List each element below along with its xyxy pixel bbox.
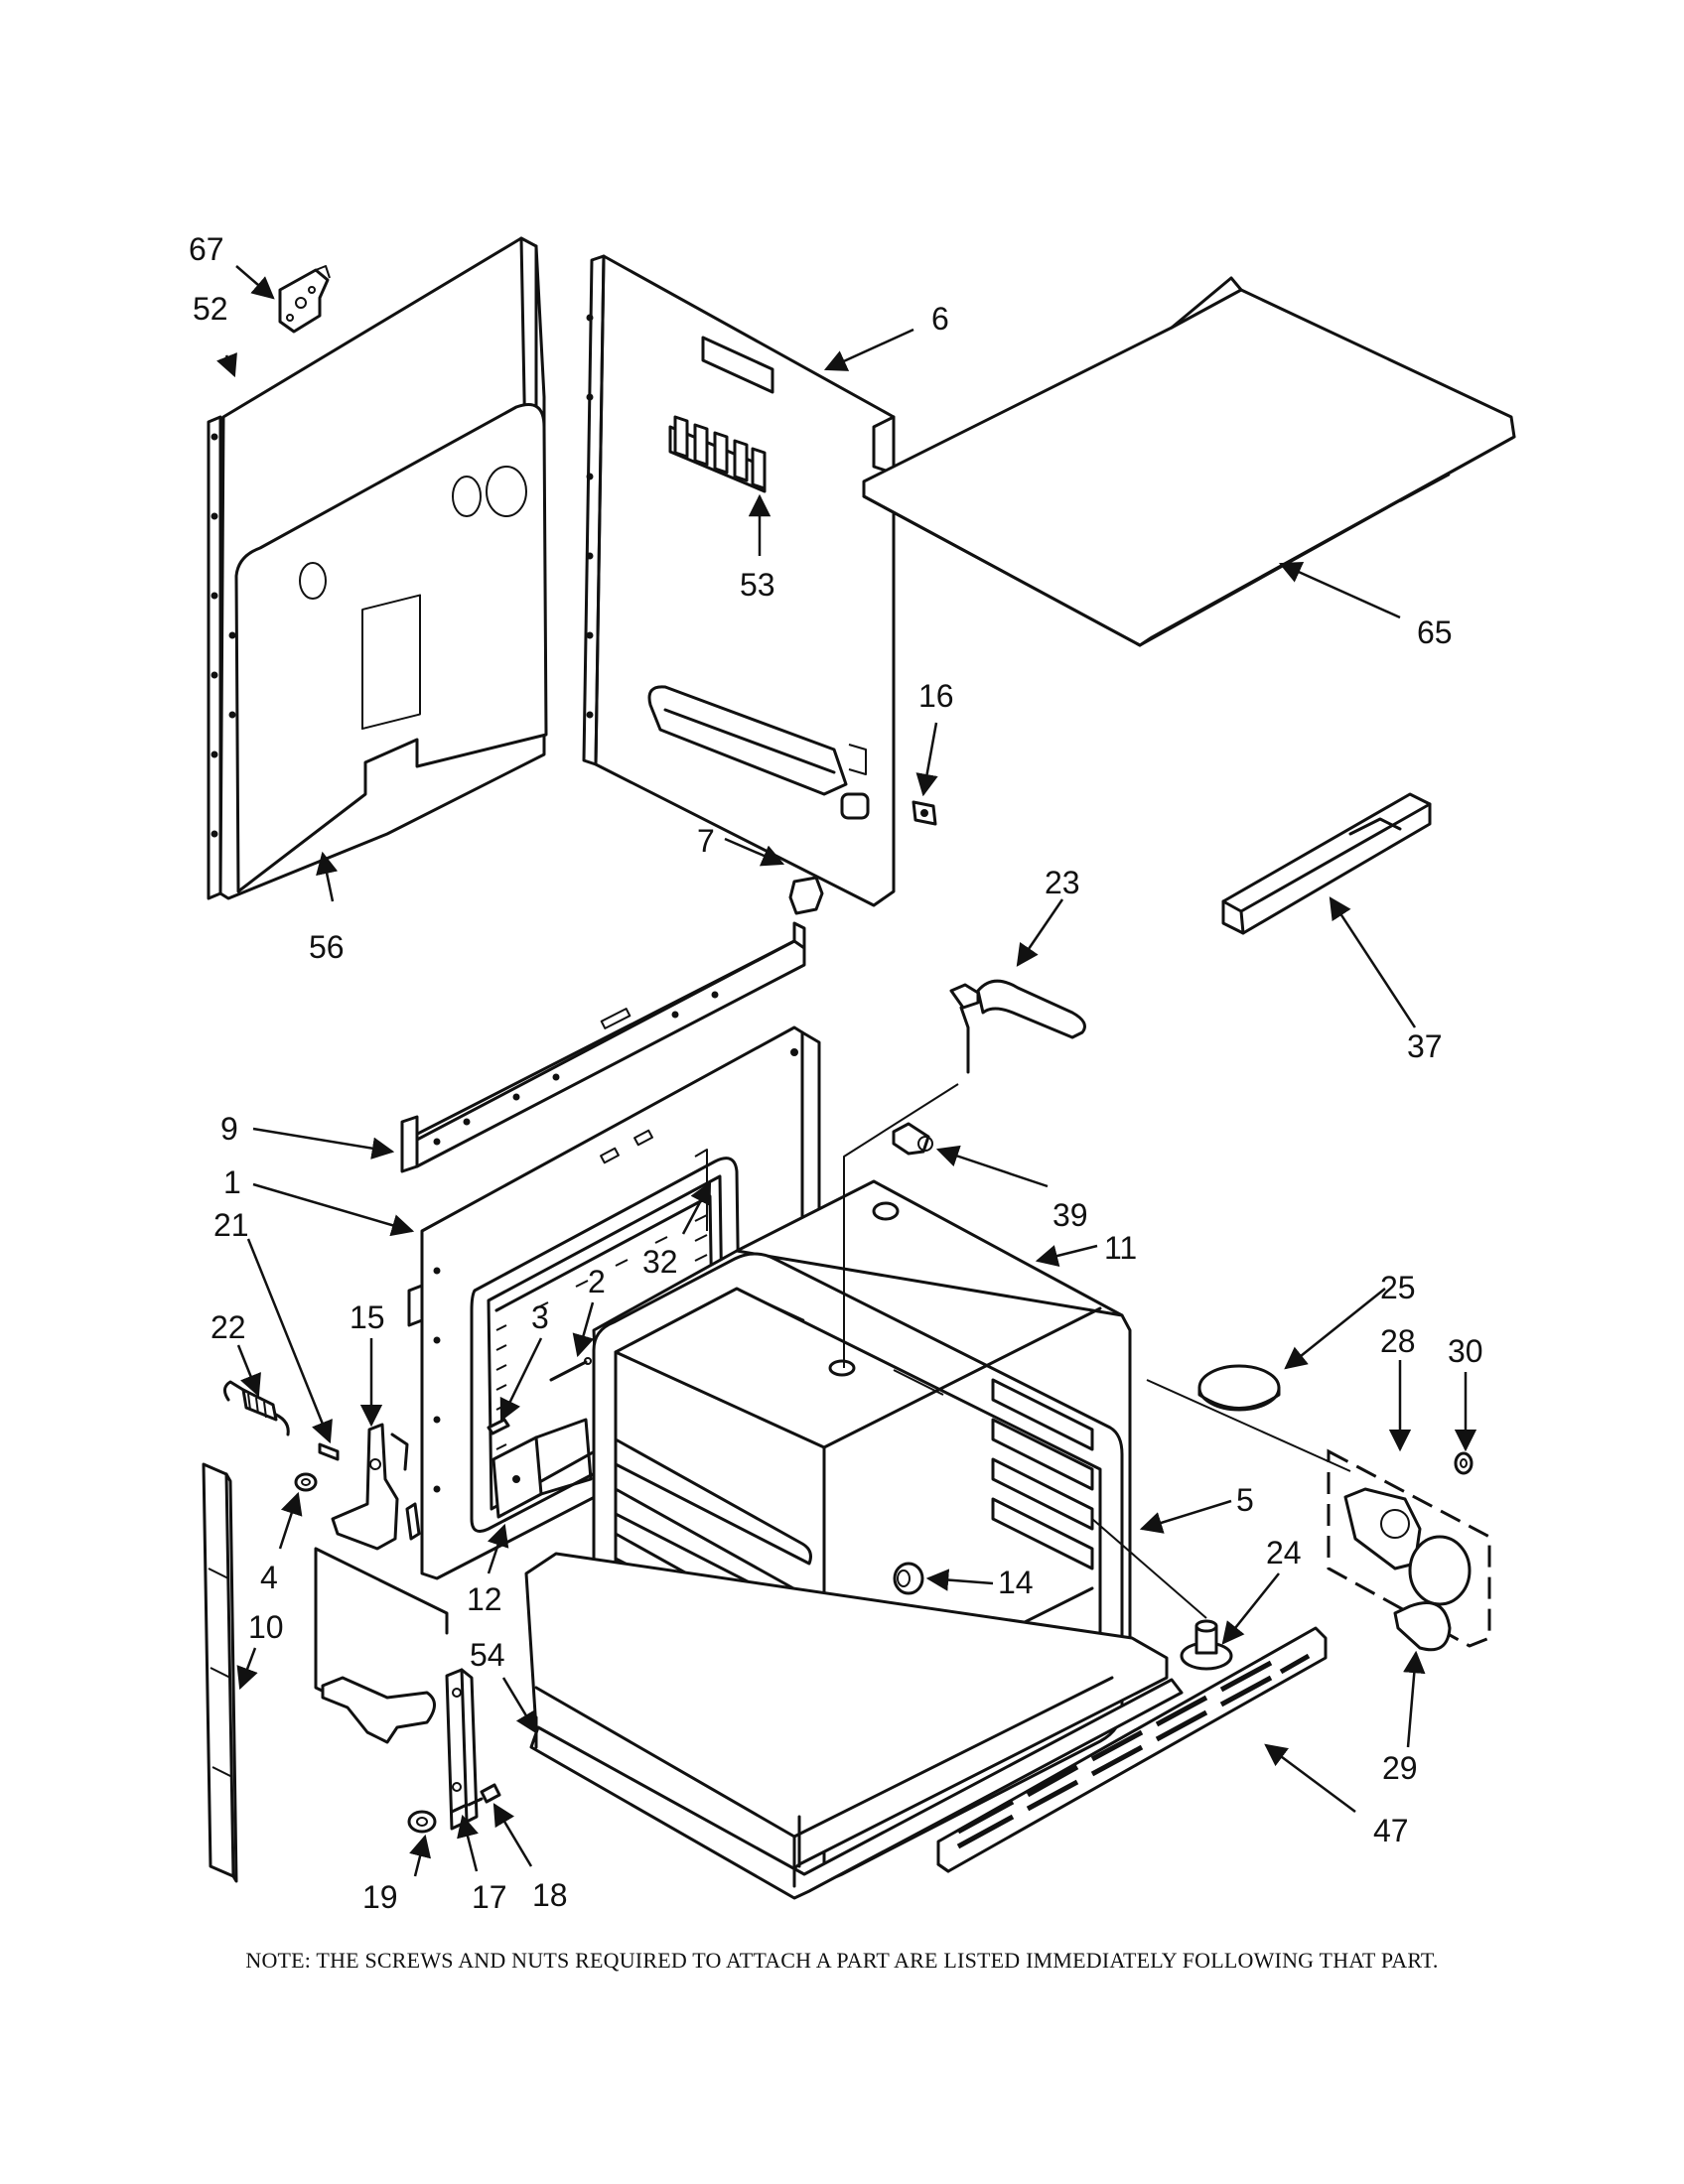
washer-4 xyxy=(294,1472,318,1492)
callout-1: 1 xyxy=(223,1164,241,1200)
pin-21 xyxy=(318,1442,340,1461)
door-hinge-frame xyxy=(314,1547,479,1831)
callout-15: 15 xyxy=(350,1299,385,1335)
grille-47 xyxy=(936,1626,1328,1873)
left-side-panel xyxy=(207,236,548,900)
callout-17: 17 xyxy=(472,1879,507,1915)
callout-3: 3 xyxy=(531,1299,549,1335)
rail-37 xyxy=(1221,792,1432,935)
callout-16: 16 xyxy=(918,678,954,714)
gas-tube xyxy=(949,979,1086,1074)
stud-3 xyxy=(487,1418,510,1435)
rear-panel xyxy=(582,254,896,907)
group-28 xyxy=(1327,1448,1491,1648)
terminal-block xyxy=(668,415,767,493)
callout-21: 21 xyxy=(213,1207,249,1243)
valve-39 xyxy=(892,1122,933,1156)
callout-32: 32 xyxy=(642,1244,678,1280)
callout-52: 52 xyxy=(193,291,228,327)
bracket-67 xyxy=(278,265,331,334)
callout-53: 53 xyxy=(740,567,775,603)
clip-16 xyxy=(912,800,937,826)
hinge-15 xyxy=(331,1423,421,1551)
callout-29: 29 xyxy=(1382,1750,1418,1786)
spring-22 xyxy=(223,1380,290,1436)
callout-6: 6 xyxy=(931,301,949,337)
callout-5: 5 xyxy=(1236,1482,1254,1518)
washer-19 xyxy=(407,1810,437,1834)
callout-54: 54 xyxy=(470,1637,505,1673)
callout-10: 10 xyxy=(248,1609,284,1645)
top-panel xyxy=(862,276,1516,647)
callout-9: 9 xyxy=(220,1111,238,1147)
callout-7: 7 xyxy=(697,823,715,859)
footer-note: NOTE: THE SCREWS AND NUTS REQUIRED TO AT… xyxy=(245,1948,1439,1973)
clip-7 xyxy=(788,876,824,915)
front-rail-9 xyxy=(400,921,806,1173)
callout-56: 56 xyxy=(309,929,345,965)
callout-37: 37 xyxy=(1407,1028,1443,1064)
orifice-24 xyxy=(1180,1619,1233,1671)
callout-2: 2 xyxy=(588,1264,606,1299)
callout-14: 14 xyxy=(998,1565,1034,1600)
cap-25 xyxy=(1197,1364,1281,1412)
callout-67: 67 xyxy=(189,231,224,267)
pin-17 xyxy=(450,1803,469,1814)
callout-47: 47 xyxy=(1373,1813,1409,1848)
bulb-29 xyxy=(1393,1601,1452,1652)
callout-4: 4 xyxy=(260,1560,278,1595)
callout-11: 11 xyxy=(1104,1230,1137,1266)
callout-labels: 67 52 6 53 65 16 7 56 23 37 9 1 39 32 11… xyxy=(189,231,1483,1915)
callout-39: 39 xyxy=(1052,1197,1088,1233)
screw-18 xyxy=(467,1783,501,1807)
callout-65: 65 xyxy=(1417,614,1453,650)
callout-28: 28 xyxy=(1380,1323,1416,1359)
leader-arrows xyxy=(216,265,1477,1877)
callout-23: 23 xyxy=(1045,865,1080,900)
callout-30: 30 xyxy=(1448,1333,1483,1369)
callout-22: 22 xyxy=(210,1309,246,1345)
bracket-12 xyxy=(491,1418,593,1519)
nut-30 xyxy=(1454,1451,1474,1475)
side-trim-10 xyxy=(202,1462,238,1883)
callout-19: 19 xyxy=(362,1879,398,1915)
callout-12: 12 xyxy=(467,1581,502,1617)
plug-14 xyxy=(893,1562,924,1595)
callout-25: 25 xyxy=(1380,1270,1416,1305)
callout-24: 24 xyxy=(1266,1535,1302,1570)
rod-2 xyxy=(549,1357,592,1382)
callout-18: 18 xyxy=(532,1877,568,1913)
